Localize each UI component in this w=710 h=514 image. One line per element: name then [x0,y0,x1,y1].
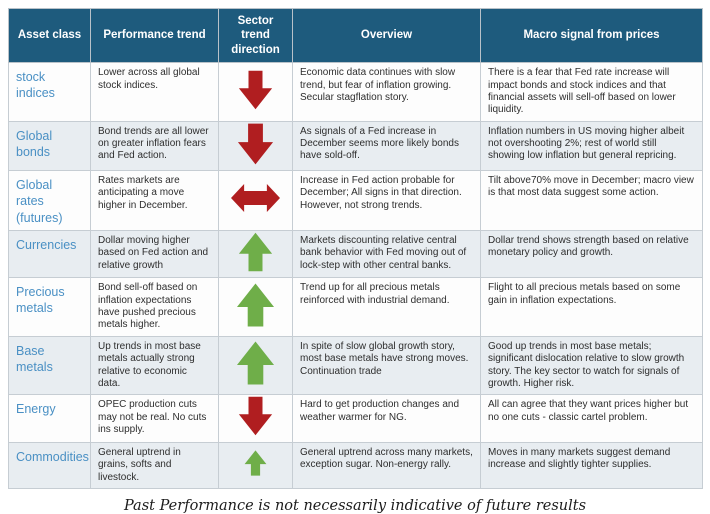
column-header-performance-trend: Performance trend [90,7,219,64]
overview-cell: As signals of a Fed increase in December… [292,120,481,172]
sector-trend-direction-cell [218,335,293,396]
report-page: Asset class Performance trend Sector tre… [8,7,703,514]
table-header: Asset class Performance trend Sector tre… [8,7,703,64]
performance-trend-cell: Dollar moving higher based on Fed action… [90,229,219,279]
asset-class-cell: Currencies [8,229,91,279]
asset-class-cell: Commodities [8,441,91,489]
macro-signal-cell: Inflation numbers in US moving higher al… [480,120,703,172]
performance-trend-cell: OPEC production cuts may not be real. No… [90,394,219,443]
sector-trend-direction-cell [218,170,293,231]
table-row: Global rates (futures) Rates markets are… [8,170,703,231]
sector-trend-direction-cell [218,277,293,337]
asset-class-cell: Global rates (futures) [8,170,91,231]
asset-trend-table: Asset class Performance trend Sector tre… [8,7,703,489]
overview-cell: Markets discounting relative central ban… [292,229,481,279]
overview-cell: General uptrend across many markets, exc… [292,441,481,489]
macro-signal-cell: There is a fear that Fed rate increase w… [480,62,703,122]
asset-class-cell: Precious metals [8,277,91,337]
overview-cell: In spite of slow global growth story, mo… [292,335,481,396]
macro-signal-cell: Moves in many markets suggest demand inc… [480,441,703,489]
sector-trend-direction-cell [218,120,293,172]
table-row: Currencies Dollar moving higher based on… [8,229,703,279]
performance-trend-cell: Up trends in most base metals actually s… [90,335,219,396]
performance-trend-cell: General uptrend in grains, softs and liv… [90,441,219,489]
sector-trend-direction-cell [218,441,293,489]
macro-signal-cell: All can agree that they want prices high… [480,394,703,443]
table-body: stock indices Lower across all global st… [8,62,703,489]
table-row: Base metals Up trends in most base metal… [8,335,703,396]
up-arrow-icon [238,232,273,272]
down-arrow-icon [238,396,273,436]
up-arrow-icon [244,450,267,476]
up-arrow-icon [236,283,275,327]
up-arrow-icon [236,341,275,385]
down-arrow-icon [237,123,274,165]
macro-signal-cell: Dollar trend shows strength based on rel… [480,229,703,279]
sector-trend-direction-cell [218,229,293,279]
column-header-asset-class: Asset class [8,7,91,64]
table-row: Precious metals Bond sell-off based on i… [8,277,703,337]
performance-trend-cell: Rates markets are anticipating a move hi… [90,170,219,231]
sector-trend-direction-cell [218,394,293,443]
header-row: Asset class Performance trend Sector tre… [8,7,703,64]
column-header-overview: Overview [292,7,481,64]
overview-cell: Hard to get production changes and weath… [292,394,481,443]
performance-trend-cell: Bond sell-off based on inflation expecta… [90,277,219,337]
left-right-arrow-icon [231,181,280,215]
macro-signal-cell: Flight to all precious metals based on s… [480,277,703,337]
performance-trend-cell: Lower across all global stock indices. [90,62,219,122]
asset-class-cell: Base metals [8,335,91,396]
performance-trend-cell: Bond trends are all lower on greater inf… [90,120,219,172]
table-row: Global bonds Bond trends are all lower o… [8,120,703,172]
sector-trend-direction-cell [218,62,293,122]
column-header-macro-signal: Macro signal from prices [480,7,703,64]
table-row: Commodities General uptrend in grains, s… [8,441,703,489]
overview-cell: Increase in Fed action probable for Dece… [292,170,481,231]
table-row: stock indices Lower across all global st… [8,62,703,122]
macro-signal-cell: Good up trends in most base metals; sign… [480,335,703,396]
table-row: Energy OPEC production cuts may not be r… [8,394,703,443]
asset-class-cell: Global bonds [8,120,91,172]
disclaimer-caption: Past Performance is not necessarily indi… [123,497,587,514]
asset-class-cell: Energy [8,394,91,443]
column-header-sector-trend-direction: Sector trend direction [218,7,293,64]
overview-cell: Trend up for all precious metals reinfor… [292,277,481,337]
macro-signal-cell: Tilt above70% move in December; macro vi… [480,170,703,231]
asset-class-cell: stock indices [8,62,91,122]
overview-cell: Economic data continues with slow trend,… [292,62,481,122]
down-arrow-icon [238,70,273,110]
